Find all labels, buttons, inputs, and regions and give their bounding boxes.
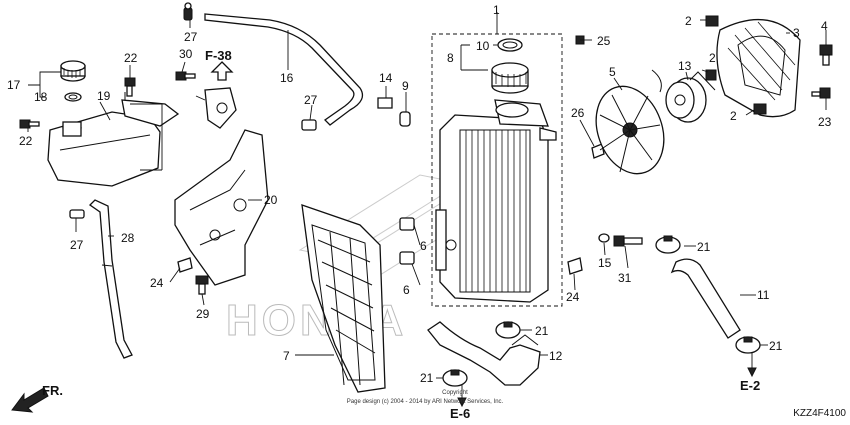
front-arrow-icon [11, 387, 49, 413]
callout-29: 29 [196, 307, 210, 321]
cap-seal[interactable] [64, 92, 82, 102]
hose-clamp-21-a[interactable] [655, 235, 681, 254]
callout-21-a: 21 [697, 240, 711, 254]
callout-16: 16 [280, 71, 294, 85]
clip-27-mid[interactable] [301, 119, 317, 131]
callout-2-mid: 2 [709, 51, 716, 65]
callouts: 1 2 2 2 3 4 5 6 6 7 8 9 10 11 12 13 14 1… [7, 3, 832, 385]
grommet-14[interactable] [377, 97, 393, 109]
grommet-9[interactable] [399, 111, 411, 127]
hose-clamp-21-b[interactable] [495, 321, 521, 339]
hose-clamp-21-d[interactable] [442, 369, 468, 387]
callout-27-mid: 27 [304, 93, 318, 107]
nut-24-left[interactable] [177, 257, 193, 273]
radiator-bracket[interactable] [174, 87, 269, 286]
callout-18: 18 [34, 90, 48, 104]
reserve-tank-cap[interactable] [60, 60, 86, 82]
radiator-hose-11[interactable] [670, 258, 741, 339]
leader-lines [27, 12, 827, 379]
fan-motor[interactable] [665, 71, 716, 123]
overflow-tube-28[interactable] [88, 199, 133, 359]
bolt-4[interactable] [819, 44, 833, 66]
clip-2-top[interactable] [705, 15, 719, 27]
fan-shroud[interactable] [716, 18, 801, 118]
breather-tube-16[interactable] [204, 13, 364, 126]
callout-13: 13 [678, 59, 692, 73]
washer-15[interactable] [598, 233, 610, 243]
cushion-6-lower[interactable] [399, 251, 415, 265]
radiator-shroud[interactable] [301, 204, 386, 393]
callout-4: 4 [821, 19, 828, 33]
callout-15: 15 [598, 256, 612, 270]
callout-17: 17 [7, 78, 21, 92]
callout-25: 25 [597, 34, 611, 48]
callout-7: 7 [283, 349, 290, 363]
callout-24-right: 24 [566, 290, 580, 304]
cushion-6-upper[interactable] [399, 217, 415, 231]
callout-21-d: 21 [420, 371, 434, 385]
callout-2-low: 2 [730, 109, 737, 123]
bolt-29[interactable] [195, 275, 209, 295]
nut-26[interactable] [591, 143, 605, 159]
callout-3: 3 [793, 26, 800, 40]
front-label: FR. [42, 383, 63, 398]
callout-8: 8 [447, 51, 454, 65]
callout-5: 5 [609, 65, 616, 79]
callout-6-upper: 6 [420, 239, 427, 253]
bolt-23[interactable] [811, 87, 831, 99]
callout-21-c: 21 [769, 339, 783, 353]
radiator-cap[interactable] [491, 62, 529, 94]
ref-label-e6[interactable]: E-6 [450, 406, 470, 421]
callout-11: 11 [757, 288, 770, 302]
clip-2-low[interactable] [753, 103, 767, 115]
nut-24-right[interactable] [567, 257, 583, 275]
callout-31: 31 [618, 271, 632, 285]
callout-9: 9 [402, 79, 409, 93]
callout-26: 26 [571, 106, 585, 120]
callout-27-left: 27 [70, 238, 84, 252]
callout-10: 10 [476, 39, 490, 53]
radiator-cap-o-ring[interactable] [497, 38, 523, 52]
reserve-tank[interactable] [47, 92, 180, 187]
ref-f38-marker [210, 61, 234, 81]
ref-label-e2[interactable]: E-2 [740, 378, 760, 393]
bolt-31[interactable] [613, 235, 643, 247]
callout-1: 1 [493, 3, 500, 17]
bolt-22-right[interactable] [124, 77, 136, 97]
clip-27-top[interactable] [183, 2, 193, 21]
ref-e2-marker [747, 352, 757, 378]
callout-2-top: 2 [685, 14, 692, 28]
radiator-hose-12[interactable] [427, 321, 541, 386]
callout-23: 23 [818, 115, 832, 129]
copyright-line-1: Copyright [442, 390, 468, 396]
cooling-fan[interactable] [585, 69, 676, 183]
callout-20: 20 [264, 193, 278, 207]
callout-6-lower: 6 [403, 283, 410, 297]
callout-27-top: 27 [184, 30, 198, 44]
callout-22-right: 22 [124, 51, 138, 65]
clip-2-mid[interactable] [705, 69, 717, 81]
callout-21-b: 21 [535, 324, 549, 338]
bolt-30[interactable] [175, 71, 196, 81]
ref-label-f38[interactable]: F-38 [205, 48, 232, 63]
callout-19: 19 [97, 89, 111, 103]
clip-27-left[interactable] [69, 209, 85, 219]
bolt-22-left[interactable] [19, 119, 40, 129]
callout-24-left: 24 [150, 276, 164, 290]
callout-28: 28 [121, 231, 135, 245]
radiator-assembly[interactable] [431, 33, 563, 307]
callout-22-left: 22 [19, 134, 33, 148]
diagram-code: KZZ4F4100 [793, 408, 846, 419]
callout-14: 14 [379, 71, 393, 85]
hose-clamp-21-c[interactable] [735, 336, 761, 354]
copyright-line-2: Page design (c) 2004 - 2014 by ARI Netwo… [347, 399, 504, 405]
ref-e6-marker [457, 384, 467, 408]
callout-30: 30 [179, 47, 193, 61]
callout-12: 12 [549, 349, 563, 363]
